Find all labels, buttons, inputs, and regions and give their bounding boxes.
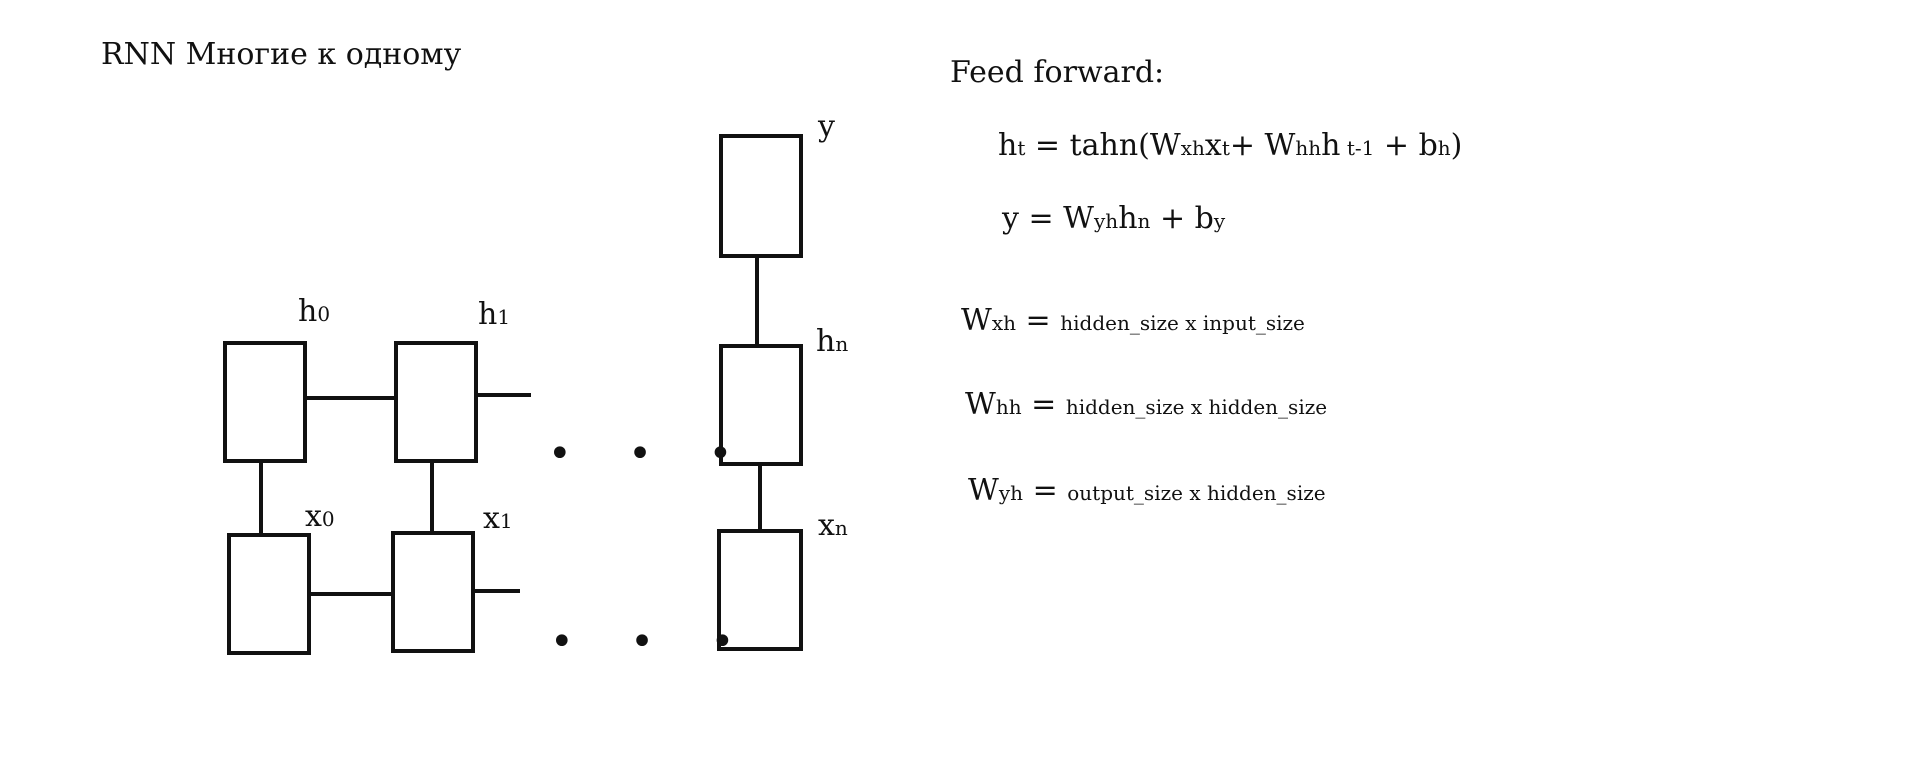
diagram-title: RNN Многие к одному (101, 37, 462, 72)
formula-y: y = Wyhhn + by (1002, 201, 1226, 236)
label-x0: x0 (305, 499, 335, 534)
label-x1: x1 (483, 501, 513, 536)
label-h0: h0 (298, 294, 331, 329)
dimension-wxh: Wxh = hidden_size x input_size (961, 303, 1305, 338)
dimension-whh: Whh = hidden_size x hidden_size (965, 387, 1328, 422)
input-box-xn (717, 529, 803, 651)
hidden-box-h1 (394, 341, 478, 463)
connector-xn-hn (758, 466, 762, 529)
formulas-heading: Feed forward: (950, 55, 1165, 90)
connector-hn-y (755, 258, 759, 344)
connector-h0-h1 (307, 396, 394, 400)
connector-x1-h1 (430, 463, 434, 531)
hidden-box-h0 (223, 341, 307, 463)
hidden-box-hn (719, 344, 803, 466)
output-box-y (719, 134, 803, 258)
connector-h1-out (478, 393, 531, 397)
label-h1: h1 (478, 297, 511, 332)
label-xn: xn (818, 508, 848, 543)
connector-x1-out (475, 589, 520, 593)
label-hn: hn (816, 324, 849, 359)
formula-ht: ht = tahn(Wxhxt+ Whhh t-1 + bh) (998, 128, 1463, 163)
ellipsis-lower: • • • (550, 619, 757, 665)
input-box-x0 (227, 533, 311, 655)
ellipsis-upper: • • • (548, 431, 755, 477)
connector-x0-h0 (259, 463, 263, 533)
input-box-x1 (391, 531, 475, 653)
dimension-wyh: Wyh = output_size x hidden_size (968, 473, 1326, 508)
label-y: y (818, 109, 835, 144)
connector-x0-x1 (311, 592, 391, 596)
